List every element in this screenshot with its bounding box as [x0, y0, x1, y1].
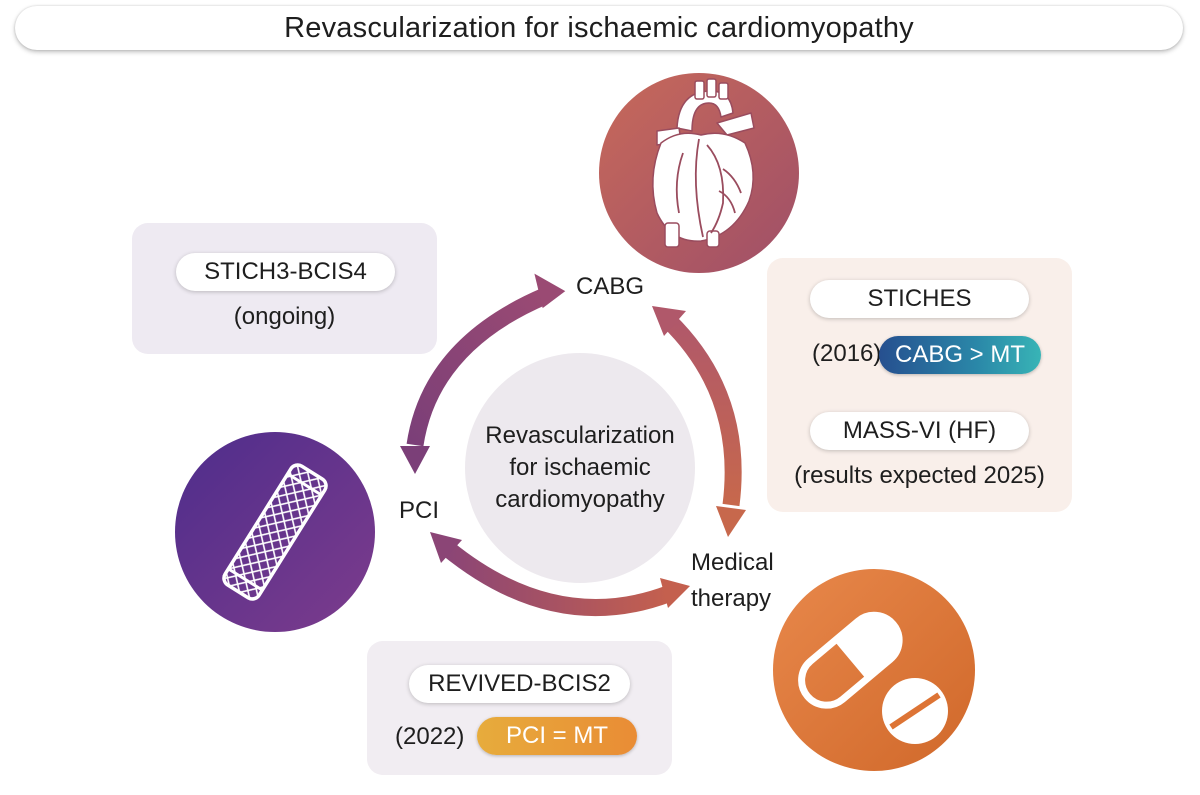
stent-circle	[175, 432, 375, 632]
stich3-panel: STICH3-BCIS4 (ongoing)	[132, 223, 437, 354]
node-label-mt-line-2: therapy	[691, 585, 772, 612]
stiches-result-badge: CABG > MT	[879, 336, 1041, 374]
page-title: Revascularization for ischaemic cardiomy…	[15, 6, 1183, 50]
pill-icon	[798, 611, 948, 744]
arrow-cabg-pci	[400, 273, 566, 474]
stich3-status: (ongoing)	[233, 303, 336, 330]
massvi-trial-name: MASS-VI (HF)	[810, 412, 1029, 450]
pill-circle	[773, 569, 975, 771]
stiches-trial-name: STICHES	[810, 280, 1029, 318]
heart-icon	[652, 78, 755, 248]
node-label-pci: PCI	[399, 497, 440, 524]
node-label-mt-line-1: Medical	[691, 549, 774, 576]
stiches-year: (2016)	[812, 340, 882, 367]
revived-result-badge: PCI = MT	[477, 717, 637, 755]
heart-circle	[599, 73, 799, 273]
center-text: Revascularization for ischaemic cardiomy…	[475, 420, 685, 516]
stiches-massvi-panel: STICHES (2016) CABG > MT MASS-VI (HF) (r…	[767, 258, 1072, 512]
massvi-status: (results expected 2025)	[794, 462, 1045, 489]
revived-trial-name: REVIVED-BCIS2	[409, 665, 630, 703]
center-text-line-2: for ischaemic	[509, 454, 651, 481]
revived-panel: REVIVED-BCIS2 (2022) PCI = MT	[367, 641, 672, 775]
center-text-line-3: cardiomyopathy	[495, 486, 665, 513]
stent-icon	[222, 463, 328, 601]
revived-year: (2022)	[395, 723, 465, 750]
arrow-cabg-mt	[652, 306, 746, 537]
stich3-trial-name: STICH3-BCIS4	[176, 253, 395, 291]
center-circle: Revascularization for ischaemic cardiomy…	[465, 353, 695, 583]
center-text-line-1: Revascularization	[485, 422, 675, 449]
arrow-pci-mt	[430, 532, 690, 617]
node-label-cabg: CABG	[576, 273, 645, 300]
